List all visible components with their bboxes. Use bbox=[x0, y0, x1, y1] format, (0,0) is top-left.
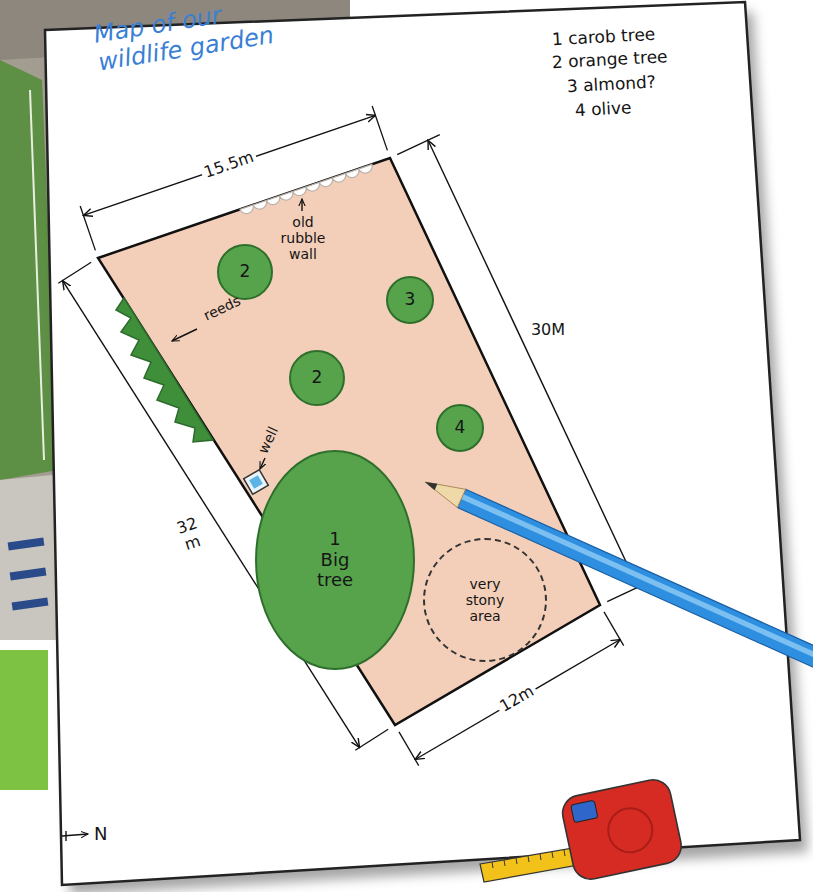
leader-arrow bbox=[260, 458, 265, 469]
tree-label: 2 bbox=[312, 368, 323, 388]
garden-plot bbox=[98, 158, 600, 725]
pencil-body bbox=[457, 489, 813, 671]
dimension-lines bbox=[63, 115, 638, 759]
key-entry: 2 orange tree bbox=[551, 47, 668, 73]
well-symbol bbox=[244, 470, 269, 495]
dimension-label: 12m bbox=[494, 681, 540, 718]
extension-line bbox=[399, 732, 419, 766]
tree-label: 3 bbox=[405, 290, 416, 310]
orange-tree: 2 bbox=[217, 244, 273, 300]
well-rim bbox=[244, 470, 269, 495]
leader-arrow bbox=[172, 329, 197, 341]
solar-panel bbox=[8, 538, 45, 551]
area-label: very stony area bbox=[449, 576, 521, 624]
tape-case bbox=[559, 777, 684, 883]
tree-label: 2 bbox=[240, 262, 251, 282]
dimension-line bbox=[83, 115, 375, 215]
tape-ticks bbox=[492, 850, 565, 868]
map-title: Map of our wildlife garden bbox=[92, 0, 318, 77]
tape-emboss bbox=[604, 804, 656, 856]
field-line bbox=[30, 90, 44, 460]
tape-measure bbox=[480, 777, 685, 883]
pencil-lead bbox=[425, 482, 437, 490]
tape-button bbox=[571, 800, 598, 823]
solar-panel bbox=[10, 568, 47, 581]
green-panel bbox=[0, 650, 48, 790]
callout-number: 1 bbox=[329, 529, 340, 550]
extension-line bbox=[58, 262, 91, 283]
extension-lines bbox=[58, 106, 650, 766]
dimension-label: 32 m bbox=[170, 513, 210, 557]
feature-label: reeds bbox=[201, 292, 243, 323]
tree-label: Big tree bbox=[304, 550, 366, 591]
key-entry: 4 olive bbox=[574, 98, 632, 120]
orange-tree: 2 bbox=[289, 350, 345, 406]
solar-panel bbox=[12, 598, 49, 611]
carob-tree: 1Big tree bbox=[255, 450, 415, 670]
tree-label: 4 bbox=[455, 418, 466, 438]
dimension-label: 15.5m bbox=[199, 147, 259, 183]
almond-tree: 3 bbox=[386, 276, 434, 324]
olive-tree: 4 bbox=[436, 404, 484, 452]
pencil-highlight bbox=[461, 494, 813, 662]
key-entry: 1 carob tree bbox=[551, 25, 655, 50]
extension-line bbox=[372, 106, 387, 150]
dimension-line bbox=[415, 640, 620, 760]
north-arrow-tail bbox=[65, 831, 66, 841]
well-water bbox=[249, 475, 263, 489]
north-label: N bbox=[94, 824, 107, 845]
extension-line bbox=[355, 729, 388, 750]
feature-label: old rubble wall bbox=[274, 214, 332, 262]
pencil-wood bbox=[425, 482, 466, 508]
extension-line bbox=[604, 612, 624, 646]
pencil bbox=[425, 482, 813, 671]
dimension-label: 30M bbox=[531, 321, 565, 339]
feature-label: well bbox=[255, 424, 281, 456]
leader-arrow bbox=[301, 199, 302, 211]
paper-sheet bbox=[45, 2, 800, 885]
rubble-wall bbox=[240, 164, 372, 213]
stony-area: very stony area bbox=[423, 538, 547, 662]
reeds-patch bbox=[116, 298, 213, 442]
key-entry: 3 almond? bbox=[566, 73, 656, 97]
